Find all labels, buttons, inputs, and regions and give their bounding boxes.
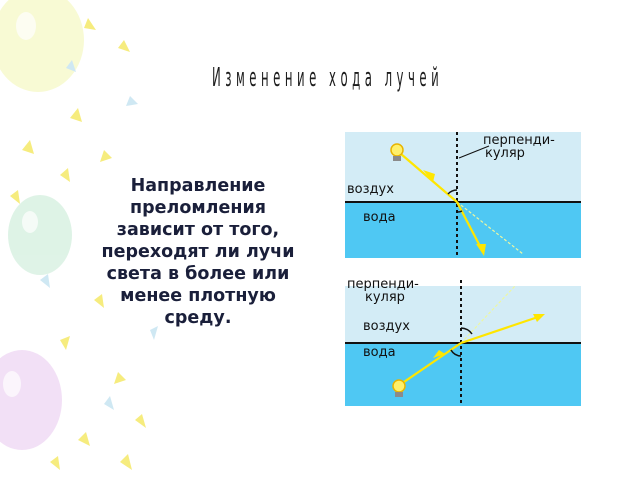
slide-body-text: Направление преломления зависит от того,… — [101, 176, 295, 328]
confetti-icon — [40, 60, 158, 410]
balloon-icon — [8, 195, 72, 275]
refracted-ray — [460, 314, 542, 345]
water-label: вода — [363, 210, 396, 225]
ray-arrowhead — [433, 350, 445, 358]
refracted-ray — [456, 201, 483, 251]
extended-ray — [460, 285, 516, 344]
slide-title: Изменение хода лучей — [212, 63, 444, 93]
ray-arrowhead — [476, 244, 486, 256]
angle-arc-icon — [447, 189, 458, 195]
perpendicular-label-line1: перпенди- — [347, 277, 419, 292]
refraction-diagram-water-to-air: перпенди- куляр воздух вода — [345, 277, 581, 406]
incident-ray — [400, 153, 458, 203]
air-region — [345, 132, 581, 202]
air-label: воздух — [363, 319, 410, 334]
refraction-diagram-air-to-water: перпенди- куляр воздух вода — [345, 132, 581, 258]
confetti-icon — [10, 18, 146, 470]
air-label: воздух — [347, 182, 394, 197]
perpendicular-label-line1: перпенди- — [483, 133, 555, 148]
light-bulb-icon — [392, 379, 406, 397]
angle-arc-icon — [460, 327, 473, 335]
perpendicular-label-line2: куляр — [485, 146, 525, 161]
angle-arc-icon — [456, 210, 463, 213]
light-bulb-icon — [390, 143, 404, 161]
extended-ray — [456, 201, 524, 255]
ray-arrowhead — [423, 170, 435, 182]
perpendicular-label-line2: куляр — [365, 290, 405, 305]
balloon-icon — [0, 350, 62, 450]
ray-arrowhead — [533, 314, 545, 322]
water-label: вода — [363, 345, 396, 360]
water-region — [345, 343, 581, 406]
balloon-icon — [0, 0, 84, 92]
incident-ray — [400, 342, 462, 385]
angle-arc-icon — [450, 349, 462, 357]
